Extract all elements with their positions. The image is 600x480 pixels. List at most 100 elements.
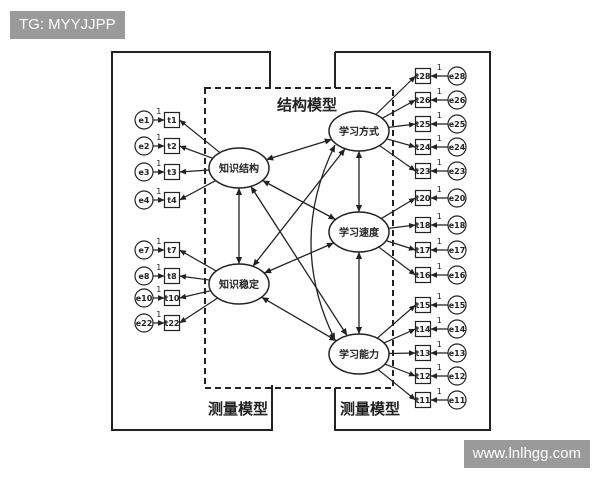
fixed-loading-label: 1 [156, 107, 161, 116]
loading-arrow [378, 246, 416, 276]
error-label: e11 [449, 396, 466, 405]
indicator-label: t25 [416, 120, 431, 129]
indicator-label: t13 [416, 349, 431, 358]
error-label: e7 [139, 246, 150, 255]
path-l1-l3 [266, 138, 332, 161]
latent-label: 知识结构 [218, 162, 259, 175]
loading-arrow [386, 138, 416, 149]
indicator-t20 [414, 189, 432, 207]
error-label: e1 [139, 116, 150, 125]
error-label: e4 [139, 196, 150, 205]
error-label: e8 [139, 272, 150, 281]
error-e16 [447, 265, 467, 285]
indicator-t23 [414, 162, 432, 180]
fixed-loading-label: 1 [437, 292, 442, 301]
indicator-t11 [414, 391, 432, 409]
indicator-label: t11 [416, 396, 431, 405]
indicator-label: t26 [416, 96, 431, 105]
loading-arrow [179, 180, 216, 201]
error-label: e20 [449, 194, 466, 203]
path-l2-l4 [263, 242, 335, 274]
right-measurement-title: 测量模型 [340, 400, 400, 418]
indicator-t1 [163, 111, 181, 129]
error-e2 [134, 136, 154, 156]
indicator-t4 [163, 191, 181, 209]
latent-label: 学习方式 [339, 125, 379, 138]
error-label: e13 [449, 349, 466, 358]
latent-l4 [328, 211, 390, 253]
error-e8 [134, 266, 154, 286]
loading-arrow [179, 145, 213, 159]
loading-arrow [381, 99, 416, 119]
fixed-loading-label: 1 [437, 87, 442, 96]
indicator-t26 [414, 91, 432, 109]
indicator-t16 [414, 266, 432, 284]
fixed-loading-label: 1 [437, 185, 442, 194]
error-e24 [447, 137, 467, 157]
loading-arrow [377, 369, 416, 401]
latent-l1 [208, 147, 270, 189]
path-l3-l5-curve [310, 144, 336, 341]
loading-arrow [385, 240, 416, 251]
error-e20 [447, 188, 467, 208]
path-l1-l5 [250, 186, 348, 336]
indicator-t18 [414, 216, 432, 234]
indicator-t7 [163, 241, 181, 259]
indicator-t8 [163, 267, 181, 285]
indicator-label: t10 [165, 294, 180, 303]
indicator-t24 [414, 138, 432, 156]
fixed-loading-label: 1 [437, 212, 442, 221]
indicator-t17 [414, 241, 432, 259]
indicator-t28 [414, 67, 432, 85]
error-label: e16 [449, 271, 466, 280]
path-l1-l4 [262, 179, 336, 221]
loading-arrow [179, 290, 211, 300]
indicator-label: t3 [167, 168, 176, 177]
error-label: e3 [139, 168, 150, 177]
fixed-loading-label: 1 [437, 340, 442, 349]
error-label: e10 [136, 294, 153, 303]
indicator-t13 [414, 344, 432, 362]
fixed-loading-label: 1 [437, 262, 442, 271]
fixed-loading-label: 1 [156, 263, 161, 272]
indicator-t10 [163, 289, 181, 307]
loading-arrow [179, 249, 217, 272]
latent-label: 知识稳定 [218, 278, 259, 291]
indicator-t15 [414, 296, 432, 314]
loading-arrow [383, 328, 416, 344]
latent-l3 [328, 110, 390, 152]
error-label: e22 [136, 319, 153, 328]
indicator-label: t24 [416, 143, 431, 152]
error-e11 [447, 390, 467, 410]
error-e17 [447, 240, 467, 260]
loading-arrow [179, 168, 210, 175]
fixed-loading-label: 1 [437, 363, 442, 372]
fixed-loading-label: 1 [437, 387, 442, 396]
error-e10 [134, 288, 154, 308]
loading-arrow [375, 75, 416, 115]
error-label: e28 [449, 72, 466, 81]
indicator-label: t7 [167, 246, 176, 255]
error-label: e23 [449, 167, 466, 176]
indicator-label: t17 [416, 246, 431, 255]
fixed-loading-label: 1 [437, 316, 442, 325]
error-label: e12 [449, 372, 466, 381]
error-e15 [447, 295, 467, 315]
loading-arrow [388, 121, 416, 128]
loading-arrow [379, 145, 416, 172]
indicator-t14 [414, 320, 432, 338]
latent-label: 学习能力 [339, 348, 379, 361]
indicator-t22 [163, 314, 181, 332]
indicator-label: t4 [167, 196, 177, 205]
right-measurement-frame [334, 51, 491, 431]
latent-l2 [208, 263, 270, 305]
fixed-loading-label: 1 [156, 310, 161, 319]
error-label: e14 [449, 325, 466, 334]
indicator-label: t18 [416, 221, 431, 230]
fixed-loading-label: 1 [156, 285, 161, 294]
loading-arrow [179, 274, 210, 281]
fixed-loading-label: 1 [156, 159, 161, 168]
error-label: e25 [449, 120, 466, 129]
fixed-loading-label: 1 [156, 237, 161, 246]
